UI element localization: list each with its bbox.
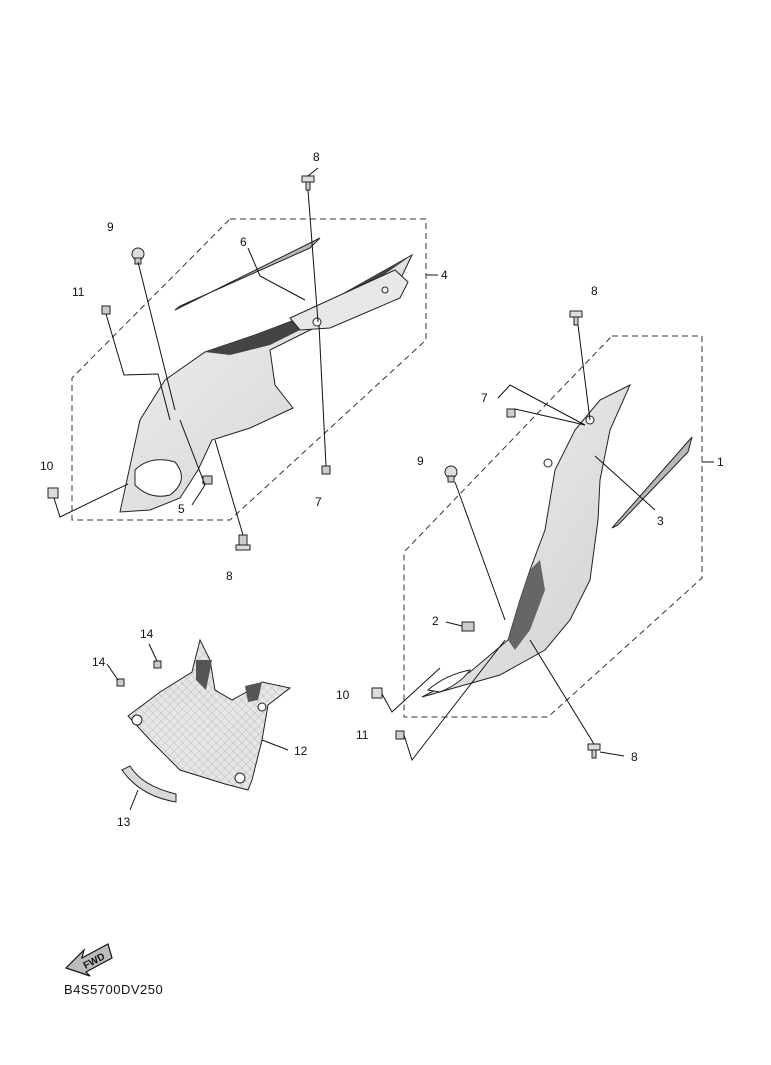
inner-panel-group: [106, 638, 292, 811]
callout-8: 8: [631, 750, 638, 764]
leader-10-right: [381, 667, 441, 713]
callout-7: 7: [315, 495, 322, 509]
callout-8: 8: [313, 150, 320, 164]
mount-hole: [131, 714, 143, 726]
leader-5: [179, 419, 206, 506]
leader-2: [445, 621, 463, 627]
callout-12: 12: [294, 744, 308, 758]
mount-hole: [257, 702, 267, 712]
right-assembly-group: [371, 310, 714, 762]
callout-11: 11: [356, 728, 369, 742]
callout-7: 7: [481, 391, 488, 405]
callout-14: 14: [92, 655, 106, 669]
nut-7-right: [506, 408, 516, 418]
fwd-label: FWD: [82, 951, 107, 971]
mount-hole: [381, 286, 389, 294]
leader-8-top-right: [577, 324, 591, 421]
callout-9: 9: [417, 454, 424, 468]
nut-14-lower: [116, 678, 125, 687]
leader-8-top-tick: [307, 167, 319, 177]
side-cowl-left-cutout: [134, 459, 182, 497]
callout-labels: 8 9 6 4 11 10 5 7 8 8 7 9 1 3 2 10 11 8 …: [40, 150, 724, 829]
callout-13: 13: [117, 815, 131, 829]
nut-14-upper: [153, 660, 162, 669]
clip-2: [461, 621, 475, 632]
inner-panel-flap: [196, 660, 212, 690]
callout-9: 9: [107, 220, 114, 234]
leader-8-top: [307, 189, 319, 323]
fwd-arrow-icon: FWD: [64, 943, 113, 977]
screw-9-right: [444, 465, 458, 483]
callout-8: 8: [591, 284, 598, 298]
mount-hole: [234, 772, 246, 784]
leader-11-left: [105, 313, 171, 421]
callout-3: 3: [657, 514, 664, 528]
left-assembly-group: [47, 167, 438, 551]
assembly-4-outline: [71, 218, 427, 521]
bolt-8-bottom-right: [587, 743, 601, 759]
decal-strip-right: [611, 436, 693, 529]
mount-hole: [543, 458, 553, 468]
side-cowl-right-vent: [426, 669, 472, 693]
bolt-8-top-left: [301, 175, 315, 191]
leader-14-lower: [106, 663, 119, 681]
leader-7-left: [318, 324, 327, 467]
callout-8: 8: [226, 569, 233, 583]
decal-strip-left: [174, 237, 321, 311]
leader-11-right: [403, 639, 506, 762]
leader-9-left: [137, 261, 176, 411]
callout-4: 4: [441, 268, 448, 282]
leader-8-bottom-left: [214, 439, 244, 536]
screw-10-left: [47, 487, 59, 499]
leader-12: [261, 739, 289, 751]
diagram-code: B4S5700DV250: [64, 982, 164, 997]
leader-6: [247, 247, 306, 301]
leader-7-right: [497, 384, 586, 426]
side-cowl-right-shadow: [508, 560, 545, 650]
trim-strip: [121, 765, 177, 803]
leader-8-bottom-right: [529, 639, 595, 745]
leader-3: [594, 455, 656, 511]
assembly-1-outline: [403, 335, 703, 718]
leader-9-right: [454, 481, 506, 621]
mount-hole: [312, 317, 322, 327]
mounting-plate-left: [289, 269, 409, 331]
bolt-8-top-right: [569, 310, 583, 326]
callout-11: 11: [72, 285, 85, 299]
callout-1: 1: [717, 455, 724, 469]
screw-10-right: [371, 687, 383, 699]
nut-7-left: [321, 465, 331, 475]
leader-14-upper: [148, 643, 158, 662]
leader-8-bottom-right-tail: [599, 751, 625, 757]
side-cowl-right: [421, 383, 632, 698]
screw-9-left: [131, 247, 145, 265]
leader-13: [129, 789, 139, 811]
nut-11-left: [101, 305, 111, 315]
inner-panel: [127, 638, 292, 791]
callout-5: 5: [178, 502, 185, 516]
side-cowl-left-shadow: [205, 255, 412, 355]
callout-6: 6: [240, 235, 247, 249]
callout-2: 2: [432, 614, 439, 628]
callout-10: 10: [336, 688, 350, 702]
nut-11-right: [395, 730, 405, 740]
inner-panel-flap: [245, 682, 262, 702]
leader-10-left: [53, 483, 129, 518]
callout-14: 14: [140, 627, 154, 641]
bolt-8-bottom-left: [235, 534, 251, 551]
callout-10: 10: [40, 459, 54, 473]
